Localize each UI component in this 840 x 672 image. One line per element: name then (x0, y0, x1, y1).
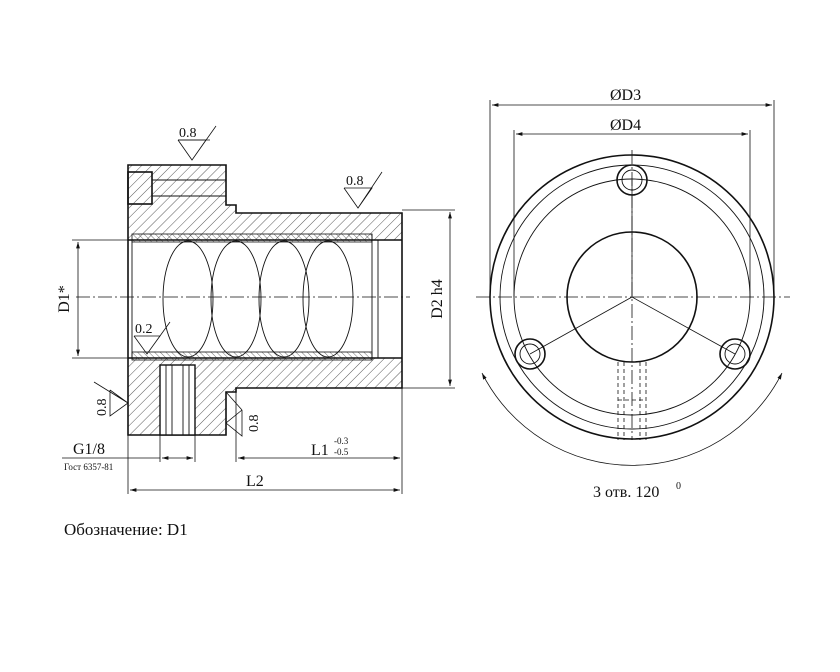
g-thread-label: G1/8 (73, 441, 105, 458)
lower-wall-hatch (128, 358, 402, 435)
ball-2 (210, 240, 262, 358)
roughness-top: 0.8 (179, 126, 197, 141)
ball-4 (302, 240, 354, 358)
ball-3 (258, 240, 310, 358)
bottom-dimensions (62, 388, 403, 494)
end-view (476, 150, 790, 466)
roughness-top-symbol (177, 125, 217, 161)
roughness-bottom: 0.8 (247, 415, 262, 433)
roughness-right: 0.8 (346, 174, 364, 189)
d1-label: D1* (56, 285, 73, 313)
d1-dimension (72, 239, 128, 359)
l1-tol-upper: -0.3 (334, 436, 349, 446)
roughness-left-symbol (93, 381, 129, 417)
d2-dimension (402, 209, 455, 389)
roughness-bottom-symbol (225, 391, 243, 437)
d3-dimension (489, 100, 775, 297)
l1-label: L1 (311, 442, 329, 459)
holes-label: 3 отв. 120 (593, 484, 659, 501)
ball-1 (162, 240, 214, 358)
roughness-left: 0.8 (95, 399, 110, 417)
section-view (76, 164, 410, 436)
l1-tol-lower: -0.5 (334, 447, 349, 457)
hole-right (719, 338, 751, 370)
l2-label: L2 (246, 473, 264, 490)
upper-wall-hatch (128, 165, 402, 240)
gost-label: Гост 6357-81 (64, 462, 113, 472)
angle-arc (481, 372, 783, 466)
roughness-right-symbol (343, 171, 383, 209)
d2-label: D2 h4 (429, 279, 446, 319)
d4-label: ØD4 (610, 117, 641, 134)
roughness-inner: 0.2 (135, 322, 153, 337)
designation-caption: Обозначение: D1 (64, 520, 188, 539)
roughness-inner-symbol (133, 321, 171, 355)
holes-degree: 0 (676, 481, 681, 492)
d4-dimension (513, 130, 751, 297)
d3-label: ØD3 (610, 87, 641, 104)
hole-left (514, 338, 546, 370)
